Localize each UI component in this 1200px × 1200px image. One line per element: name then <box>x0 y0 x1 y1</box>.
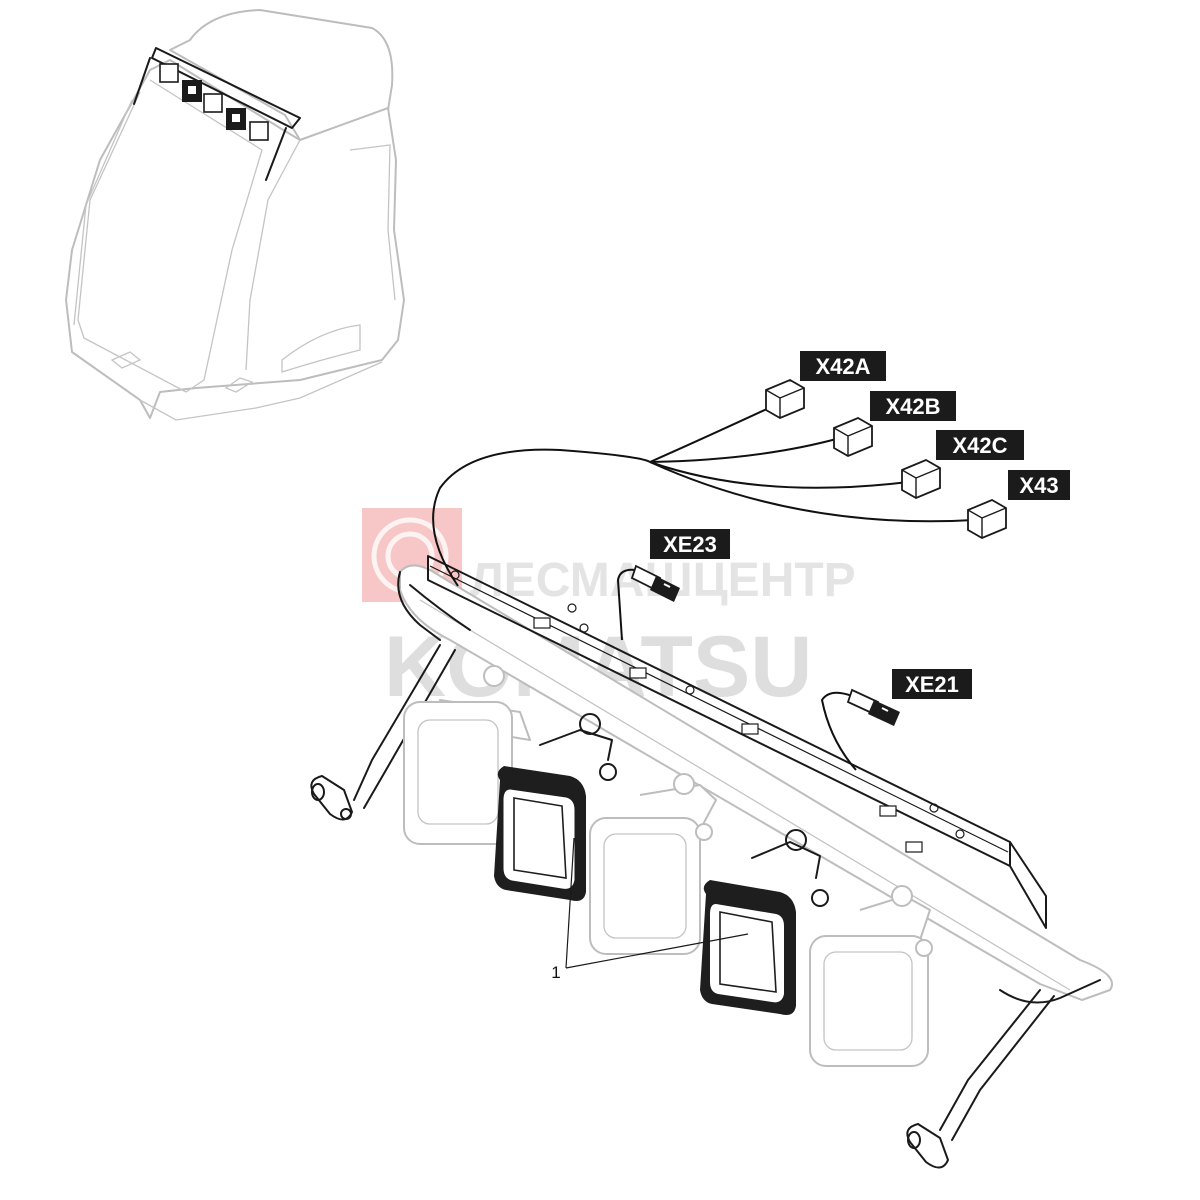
connector-x42a-icon <box>765 378 805 420</box>
wiring-harness <box>432 401 975 771</box>
connector-x42b-icon <box>833 416 873 458</box>
callout-x42c-text: X42C <box>952 433 1007 458</box>
callout-x43-text: X43 <box>1019 473 1058 498</box>
work-lamp-1 <box>403 665 531 845</box>
connector-x43-icon <box>967 498 1007 540</box>
callout-xe23-text: XE23 <box>663 532 717 557</box>
callout-x42a-text: X42A <box>815 354 870 379</box>
part-number-label: 1 <box>551 963 560 982</box>
cab-overview-illustration <box>65 9 405 421</box>
connector-xe23-icon <box>630 564 680 602</box>
callout-xe23: XE23 <box>650 529 730 559</box>
callout-x42c: X42C <box>936 430 1024 460</box>
callout-x42a: X42A <box>800 351 886 381</box>
work-lamp-4 <box>700 829 829 1015</box>
work-lamp-2 <box>494 713 617 901</box>
callout-x42b: X42B <box>870 391 956 421</box>
callout-x43: X43 <box>1008 470 1070 500</box>
work-lamps <box>403 665 933 1067</box>
part-callout-1: 1 <box>551 837 749 982</box>
work-lamp-3 <box>589 773 717 955</box>
callout-labels: X42A X42B X42C X43 XE23 XE21 <box>650 351 1070 699</box>
callout-xe21-text: XE21 <box>905 672 959 697</box>
light-bar-assembly <box>310 555 1113 1169</box>
leader-line-lamp-2 <box>565 837 575 969</box>
connectors <box>630 378 1007 726</box>
leader-line-lamp-4 <box>565 933 749 969</box>
callout-x42b-text: X42B <box>885 394 940 419</box>
connector-xe21-icon <box>846 688 900 726</box>
work-lamp-5 <box>809 885 933 1067</box>
callout-xe21: XE21 <box>892 669 972 699</box>
connector-x42c-icon <box>901 458 941 500</box>
